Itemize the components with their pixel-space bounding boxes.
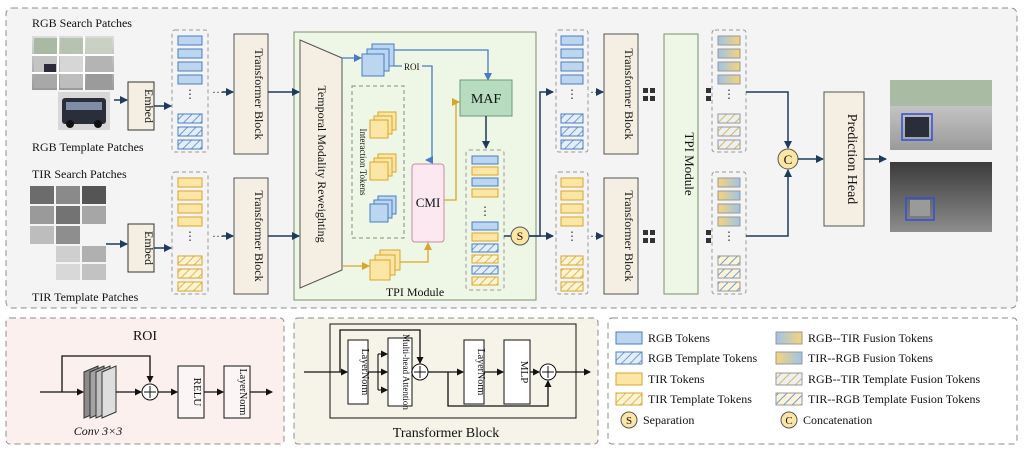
rgb-template-photo bbox=[58, 92, 110, 130]
rgb-tir-fusion-token-column: ⋮ bbox=[717, 35, 741, 150]
transformer-panel-title: Transformer Block bbox=[393, 426, 499, 441]
rgb-search-label: RGB Search Patches bbox=[32, 16, 132, 30]
legend-separation-symbol bbox=[620, 411, 638, 429]
transformer-block-label: Transformer Block bbox=[252, 48, 266, 139]
embed-label-tir: Embed bbox=[142, 231, 156, 265]
legend-rgb-tir-template-fusion: RGB--TIR Template Fusion Tokens bbox=[808, 372, 981, 386]
svg-text:⋮: ⋮ bbox=[723, 87, 735, 101]
tb-mlp-label: MLP bbox=[518, 361, 530, 384]
legend-tir-rgb-fusion: TIR--RGB Fusion Tokens bbox=[808, 351, 933, 365]
legend-concat-letter: C bbox=[785, 415, 792, 427]
embed-block-rgb bbox=[127, 81, 155, 131]
legend-swatch-tir bbox=[615, 372, 643, 386]
svg-text:⋮: ⋮ bbox=[566, 229, 578, 243]
transformer-block-tir-1 bbox=[233, 177, 269, 295]
roi-layernorm-block bbox=[223, 365, 251, 419]
transformer-block-label: Transformer Block bbox=[252, 190, 266, 281]
rgb-search-photo-grid bbox=[32, 36, 114, 90]
tpi-module-box-label: TPI Module bbox=[682, 132, 697, 195]
tb-layernorm-1-label: LayerNorm bbox=[359, 349, 370, 396]
svg-text:··: ·· bbox=[590, 85, 598, 99]
maf-label: MAF bbox=[471, 92, 502, 107]
rgb-token-column-1: ⋮ bbox=[177, 35, 203, 150]
tb-layernorm-2-label: LayerNorm bbox=[475, 349, 486, 396]
relu-label: RELU bbox=[191, 378, 203, 407]
tb-mlp-block bbox=[503, 339, 531, 405]
legend-rgb-template-tokens: RGB Template Tokens bbox=[648, 351, 758, 365]
conv-label: Conv 3×3 bbox=[74, 424, 122, 438]
legend-separation: Separation bbox=[643, 413, 695, 427]
concat-letter: C bbox=[784, 152, 793, 167]
roi-panel-title: ROI bbox=[133, 329, 157, 344]
prediction-head-label: Prediction Head bbox=[844, 114, 859, 205]
rgb-output-photo bbox=[890, 80, 992, 150]
separation-letter: S bbox=[517, 229, 524, 243]
roi-panel bbox=[5, 317, 285, 445]
tir-rgb-fusion-token-column: ⋮ bbox=[717, 177, 741, 292]
transformer-block-outline bbox=[329, 323, 577, 419]
transformer-block-label: Transformer Block bbox=[622, 190, 636, 281]
transformer-block-label: Transformer Block bbox=[622, 48, 636, 139]
tir-search-photo-grid bbox=[30, 186, 106, 280]
rgb-template-label: RGB Template Patches bbox=[32, 140, 144, 154]
tir-token-column-1: ⋮ bbox=[177, 177, 203, 292]
tir-temporal-token-stack bbox=[369, 249, 401, 281]
interaction-tokens-box bbox=[351, 85, 405, 239]
tb-attention-label: Multi-head Attention bbox=[401, 334, 411, 410]
legend-tir-template-tokens: TIR Template Tokens bbox=[648, 392, 752, 406]
svg-text:⋮: ⋮ bbox=[566, 87, 578, 101]
embed-label-rgb: Embed bbox=[142, 89, 156, 123]
legend-panel bbox=[607, 317, 1018, 445]
svg-text:⋮: ⋮ bbox=[723, 229, 735, 243]
svg-text:···: ··· bbox=[212, 229, 224, 243]
tir-output-photo bbox=[890, 162, 992, 232]
embed-block-tir bbox=[127, 223, 155, 273]
legend-separation-letter: S bbox=[626, 415, 632, 427]
legend-rgb-tokens: RGB Tokens bbox=[648, 331, 710, 345]
transformer-block-rgb-1 bbox=[233, 33, 269, 155]
temporal-modality-reweighting bbox=[299, 39, 343, 289]
transformer-block-rgb-2 bbox=[603, 33, 639, 155]
legend-rgb-tir-fusion: RGB--TIR Fusion Tokens bbox=[808, 331, 933, 345]
legend-swatch-tir-rgb-fusion bbox=[775, 351, 803, 365]
tpi-module-caption: TPI Module bbox=[386, 285, 444, 299]
tir-search-label: TIR Search Patches bbox=[32, 167, 127, 181]
tir-template-label: TIR Template Patches bbox=[32, 290, 139, 304]
relu-block bbox=[177, 365, 205, 419]
roi-arrow-label: ROI bbox=[404, 62, 420, 72]
interaction-tokens-label: Interaction Tokens bbox=[358, 129, 368, 196]
legend-tir-rgb-template-fusion: TIR--RGB Template Fusion Tokens bbox=[808, 392, 981, 406]
interaction-token-stacks bbox=[369, 111, 397, 223]
svg-text:··: ·· bbox=[590, 229, 598, 243]
legend-swatch-rgb-template bbox=[615, 351, 643, 365]
cmi-block bbox=[411, 163, 445, 243]
legend-swatch-tir-template bbox=[615, 392, 643, 406]
legend-swatch-rgb-tir-fusion bbox=[775, 331, 803, 345]
transformer-block-tir-2 bbox=[603, 177, 639, 295]
roi-layernorm-label: LayerNorm bbox=[237, 369, 248, 416]
tmr-label: Temporal Modality Reweighting bbox=[315, 85, 329, 242]
tir-token-column-2: ⋮ bbox=[560, 177, 584, 292]
svg-text:⋮: ⋮ bbox=[479, 204, 491, 218]
rgb-temporal-token-stack bbox=[361, 43, 395, 77]
rgb-token-column-2: ⋮ bbox=[560, 35, 584, 150]
ellipsis-squares bbox=[643, 88, 711, 243]
legend-swatch-rgb-tir-template-fusion bbox=[775, 372, 803, 386]
svg-text:···: ··· bbox=[212, 85, 224, 99]
legend-swatch-rgb bbox=[615, 331, 643, 345]
cmi-label: CMI bbox=[416, 195, 441, 210]
legend-tir-tokens: TIR Tokens bbox=[648, 372, 705, 386]
mixed-token-column: ⋮ bbox=[471, 155, 499, 286]
legend-swatch-tir-rgb-template-fusion bbox=[775, 392, 803, 406]
tb-attention-block bbox=[387, 337, 413, 407]
tpi-module-box bbox=[663, 33, 699, 295]
conv-block-stack bbox=[83, 365, 117, 419]
legend-concat-symbol bbox=[780, 411, 798, 429]
svg-text:⋮: ⋮ bbox=[184, 87, 196, 101]
legend-concatenation: Concatenation bbox=[803, 413, 873, 427]
svg-text:⋮: ⋮ bbox=[184, 229, 196, 243]
